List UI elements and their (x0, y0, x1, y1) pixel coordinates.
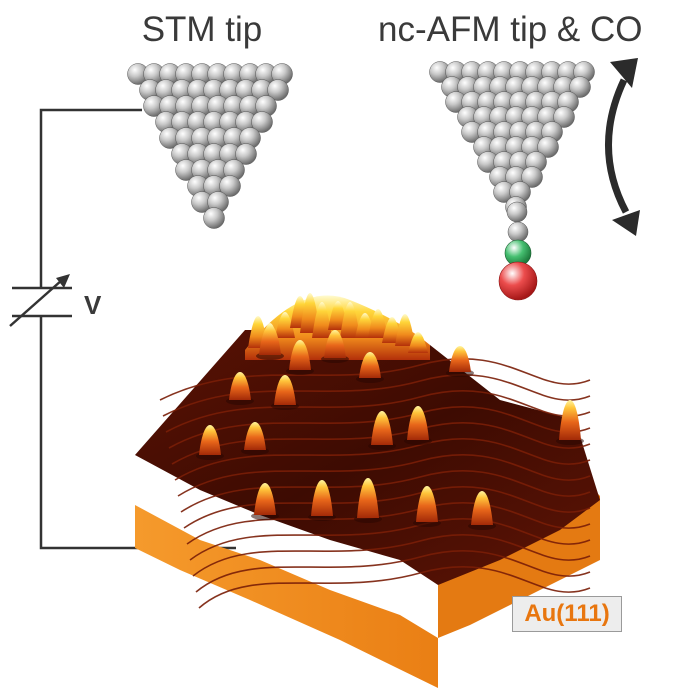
terrace-step-line (192, 534, 591, 577)
adsorbate-peak (471, 491, 493, 525)
sample-label: Au(111) (512, 596, 622, 632)
adsorbate-peak (449, 346, 471, 372)
cluster-spike (395, 314, 415, 346)
adsorbate-peak (274, 375, 296, 405)
molecular-cluster (245, 293, 430, 360)
au111-sample-slab (135, 293, 600, 688)
adsorbate-peak (289, 340, 311, 370)
afm-tip-apex-atom (507, 221, 529, 243)
slab-front-face (135, 455, 438, 688)
adsorbate-peak (357, 478, 379, 518)
voltage-label: V (84, 290, 102, 320)
terrace-step-line (180, 470, 591, 513)
stm-tip-label: STM tip (142, 10, 263, 49)
adsorbate-peak (324, 330, 346, 358)
adsorbate-peak (311, 480, 333, 516)
terrace-step-line (165, 390, 591, 433)
afm-tip-label: nc-AFM tip & CO (378, 10, 642, 49)
afm-tip (429, 61, 595, 243)
adsorbate-peak (244, 422, 266, 450)
stm-tip-atom (203, 207, 225, 229)
double-headed-oscillation-arrow (605, 58, 640, 236)
stm-tip (127, 63, 293, 229)
cluster-spike (275, 312, 295, 338)
terrace-step-line (174, 438, 591, 481)
afm-tip-atom (537, 136, 559, 158)
afm-tip-atom (521, 166, 543, 188)
cluster-spike (368, 309, 388, 338)
adsorbate-peak (416, 486, 438, 522)
adsorbate-peak (407, 406, 429, 440)
terrace-step-line (195, 550, 591, 593)
adsorbate-peak (559, 400, 581, 440)
afm-tip-atom (569, 76, 591, 98)
adsorbate-peak (259, 325, 281, 355)
adsorbate-peak (229, 372, 251, 400)
adsorbate-peak (371, 411, 393, 445)
adsorbate-peak (254, 483, 276, 515)
variable-voltage-source-icon (9, 274, 72, 327)
afm-tip-apex-atom (506, 201, 528, 223)
adsorbate-peak (199, 425, 221, 455)
terrace-step-line (198, 566, 591, 609)
adsorbate-peaks (196, 325, 584, 530)
adsorbate-peak (359, 352, 381, 378)
stm-tip-atom (251, 111, 273, 133)
stm-tip-atom (219, 175, 241, 197)
stm-tip-atom (267, 79, 289, 101)
cluster-spike (340, 302, 360, 338)
cluster-spike (312, 302, 332, 338)
terrace-step-line (183, 486, 591, 529)
co-oxygen-atom (498, 261, 538, 301)
terrace-step-line (177, 454, 591, 497)
stm-tip-atom (235, 143, 257, 165)
cluster-spike (408, 332, 428, 353)
afm-tip-atom (553, 106, 575, 128)
